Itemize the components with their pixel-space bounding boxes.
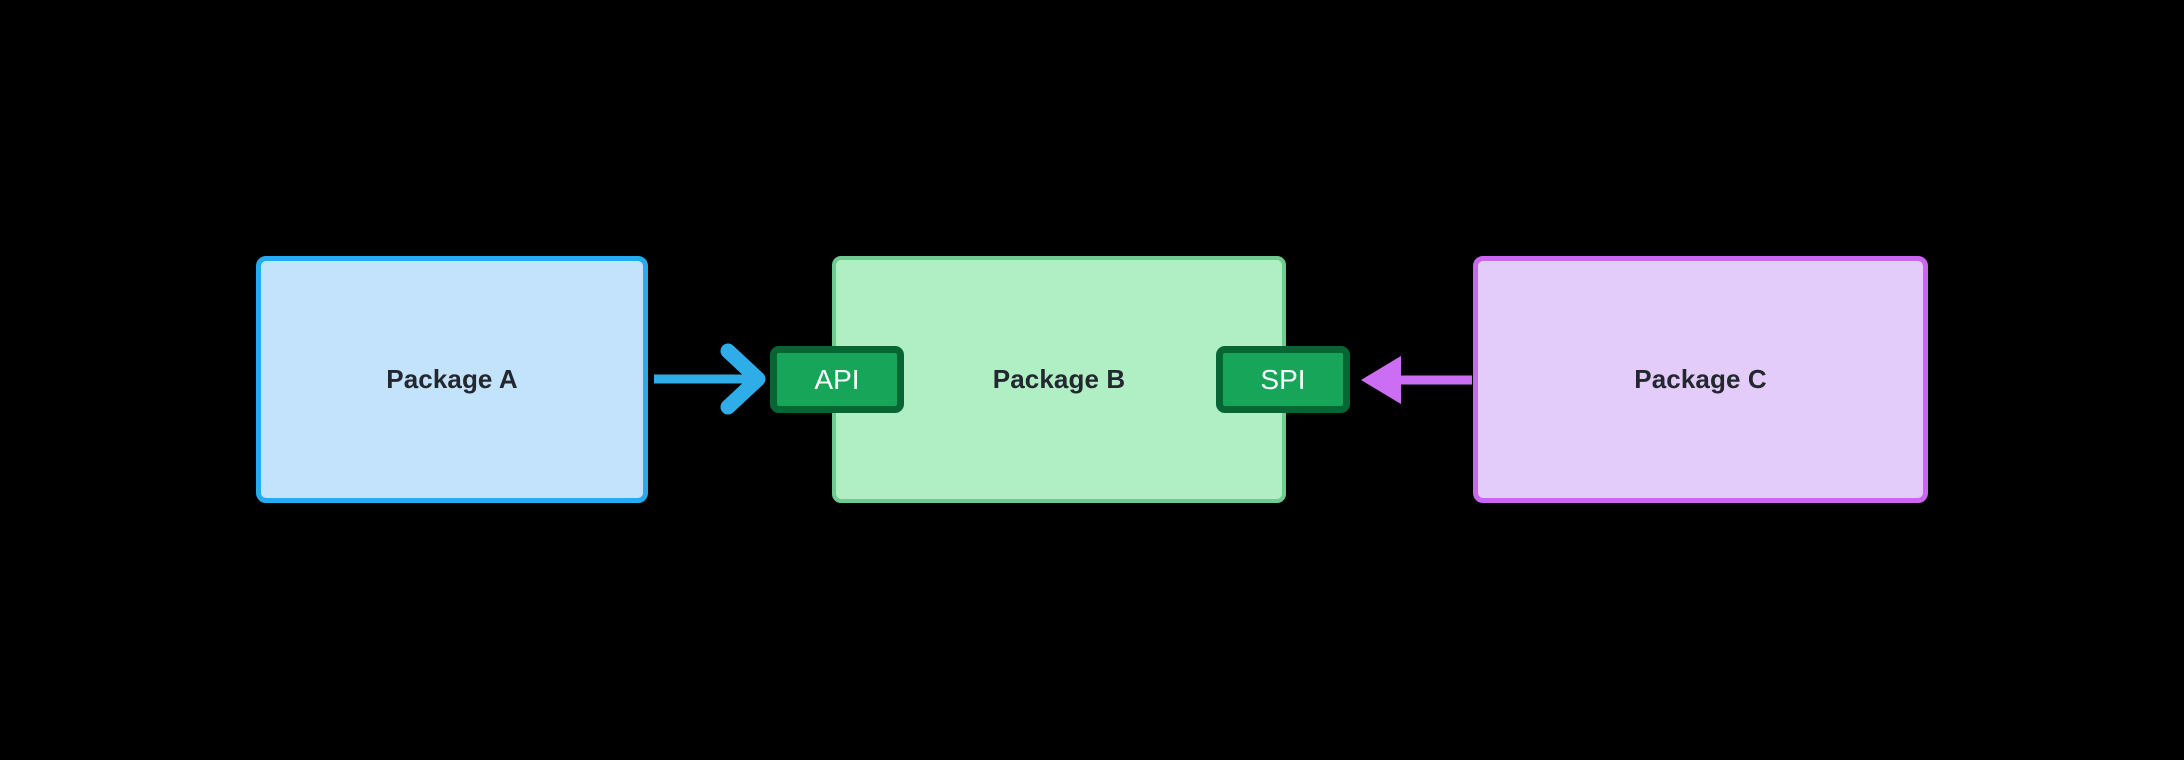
arrowhead-chevron-right-icon [720, 343, 766, 415]
edge-package-c-to-spi [1361, 356, 1472, 404]
port-node-api[interactable]: API [770, 346, 904, 413]
package-node-b[interactable]: Package B [832, 256, 1286, 503]
spi-label: SPI [1260, 363, 1306, 395]
package-c-label: Package C [1634, 364, 1767, 394]
arrowhead-triangle-left-icon [1361, 356, 1401, 404]
package-node-c[interactable]: Package C [1473, 256, 1928, 503]
package-node-a[interactable]: Package A [256, 256, 648, 503]
package-a-label: Package A [386, 364, 518, 394]
api-label: API [814, 363, 860, 395]
edge-package-a-to-api [654, 343, 766, 415]
package-b-label: Package B [992, 364, 1126, 394]
port-node-spi[interactable]: SPI [1216, 346, 1350, 413]
